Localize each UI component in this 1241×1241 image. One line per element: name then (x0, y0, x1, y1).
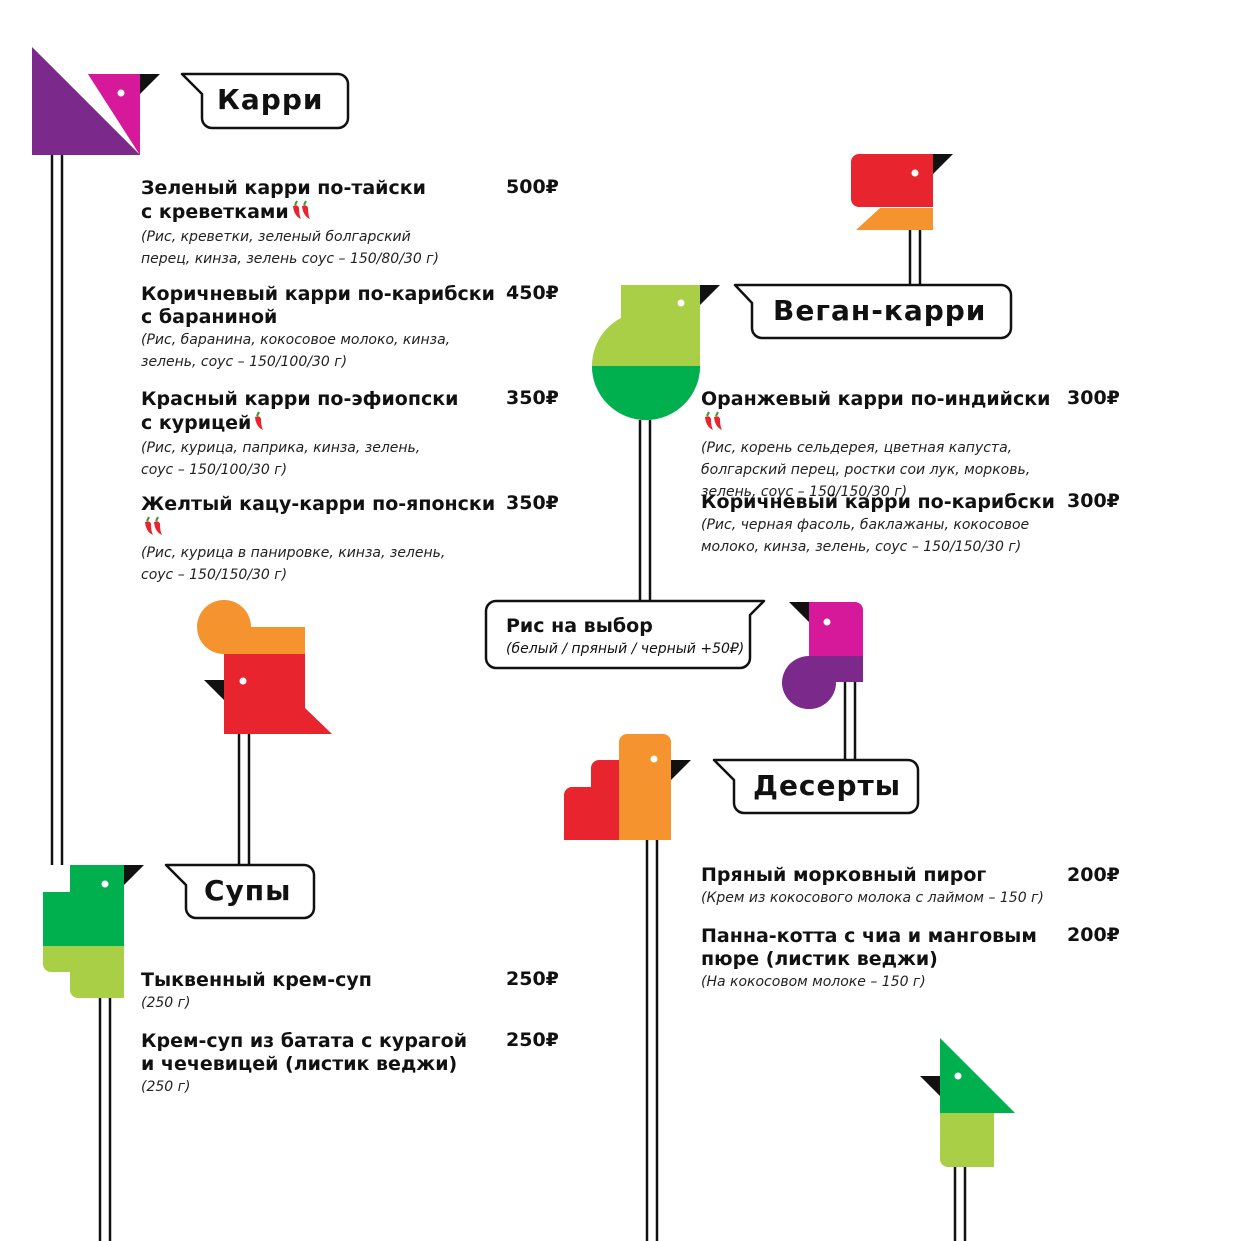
item-name-line2: с курицей (141, 411, 501, 437)
item-name-line2: с бараниной (141, 306, 278, 328)
chili-pepper-shape (145, 516, 153, 535)
rice-bubble-outline (484, 599, 766, 670)
section-title-soups: Супы (204, 874, 292, 907)
chili-pepper-icon (703, 411, 725, 437)
magenta-bird-illustration (782, 602, 863, 709)
item-description-line3: зелень, соус – 150/150/30 г) (701, 484, 908, 500)
rice-title: Рис на выбор (506, 615, 653, 637)
item-description-line2: молоко, кинза, зелень, соус – 150/150/30… (701, 539, 1022, 555)
chili-pepper-shape (705, 411, 713, 430)
soups-bubble-outline (164, 863, 316, 920)
item-price: 500₽ (506, 176, 559, 198)
item-name: Желтый кацу-карри по-японски (141, 493, 501, 542)
desserts-bubble-outline (712, 758, 920, 815)
vegan-bubble-outline (733, 283, 1013, 340)
chili-pepper-shape (292, 200, 301, 219)
menu-item: Желтый кацу-карри по-японски (Рис, куриц… (141, 493, 501, 586)
red-bird-illustration (851, 154, 953, 230)
item-name-line2: с креветками (141, 200, 501, 226)
item-description: (Рис, курица, паприка, кинза, зелень, (141, 440, 421, 456)
menu-item: Крем-суп из батата с курагой и чечевицей… (141, 1030, 501, 1098)
item-name: Коричневый карри по-карибски (701, 491, 1055, 513)
bird-poles (50, 155, 967, 1241)
green-round-bird-illustration (591, 285, 720, 420)
menu-item: Панна-котта с чиа и манговым пюре (листи… (701, 925, 1061, 993)
item-name-line2: и чечевицей (листик веджи) (141, 1053, 458, 1075)
menu-item: Коричневый карри по-карибски с бараниной… (141, 283, 501, 373)
green-triangle-bird-illustration (920, 1038, 1015, 1167)
item-name: Панна-котта с чиа и манговым (701, 925, 1037, 947)
item-name: Красный карри по-эфиопски (141, 388, 459, 410)
chili-pepper-shape (301, 200, 310, 219)
item-name-line2: пюре (листик веджи) (701, 948, 938, 970)
menu-item: Оранжевый карри по-индийски (Рис, корень… (701, 388, 1061, 503)
item-description-line2: болгарский перец, ростки сои лук, морков… (701, 462, 1031, 478)
item-price: 200₽ (1067, 924, 1120, 946)
chili-pepper-shape (714, 411, 722, 430)
item-description: (250 г) (141, 1079, 191, 1095)
curry-bubble-outline (180, 72, 350, 130)
red-orange-bird-illustration (197, 600, 332, 734)
item-description-line2: соус – 150/150/30 г) (141, 567, 288, 583)
item-description: (На кокосовом молоке – 150 г) (701, 974, 926, 990)
item-name: Коричневый карри по-карибски (141, 283, 495, 305)
item-description-line2: перец, кинза, зелень соус – 150/80/30 г) (141, 251, 439, 267)
section-title-desserts: Десерты (753, 769, 902, 802)
section-title-vegan: Веган-карри (773, 294, 987, 327)
item-description: (Рис, баранина, кокосовое молоко, кинза, (141, 332, 451, 348)
green-bird-illustration (43, 865, 144, 998)
chili-pepper-icon (291, 200, 313, 226)
item-name: Зеленый карри по-тайски (141, 177, 426, 199)
item-price: 250₽ (506, 968, 559, 990)
item-price: 300₽ (1067, 387, 1120, 409)
item-price: 350₽ (506, 492, 559, 514)
item-description: (Рис, курица в панировке, кинза, зелень, (141, 545, 446, 561)
menu-item: Тыквенный крем-суп (250 г) (141, 969, 501, 1014)
menu-item: Пряный морковный пирог (Крем из кокосово… (701, 864, 1061, 909)
section-title-curry: Карри (217, 83, 324, 116)
item-price: 450₽ (506, 282, 559, 304)
item-price: 350₽ (506, 387, 559, 409)
item-description: (Рис, черная фасоль, баклажаны, кокосово… (701, 517, 1030, 533)
item-description-line2: зелень, соус – 150/100/30 г) (141, 354, 348, 370)
chili-pepper-icon (143, 516, 165, 542)
item-price: 200₽ (1067, 864, 1120, 886)
purple-bird-illustration (32, 47, 160, 155)
chili-pepper-shape (255, 411, 264, 430)
item-description: (Крем из кокосового молока с лаймом – 15… (701, 890, 1044, 906)
item-name: Тыквенный крем-суп (141, 969, 372, 991)
orange-bird-illustration (564, 734, 691, 840)
chili-pepper-icon (253, 411, 266, 437)
item-description: (Рис, корень сельдерея, цветная капуста, (701, 440, 1013, 456)
menu-item: Зеленый карри по-тайски с креветками (Ри… (141, 177, 501, 270)
item-price: 300₽ (1067, 490, 1120, 512)
item-name: Оранжевый карри по-индийски (701, 388, 1061, 437)
item-description: (Рис, креветки, зеленый болгарский (141, 229, 411, 245)
menu-item: Красный карри по-эфиопски с курицей (Рис… (141, 388, 501, 481)
chili-pepper-shape (154, 516, 162, 535)
menu-item: Коричневый карри по-карибски (Рис, черна… (701, 491, 1061, 558)
rice-note: (белый / пряный / черный +50₽) (506, 641, 745, 657)
item-description: (250 г) (141, 995, 191, 1011)
item-description-line2: соус – 150/100/30 г) (141, 462, 288, 478)
item-price: 250₽ (506, 1029, 559, 1051)
item-name: Крем-суп из батата с курагой (141, 1030, 468, 1052)
item-name: Пряный морковный пирог (701, 864, 987, 886)
